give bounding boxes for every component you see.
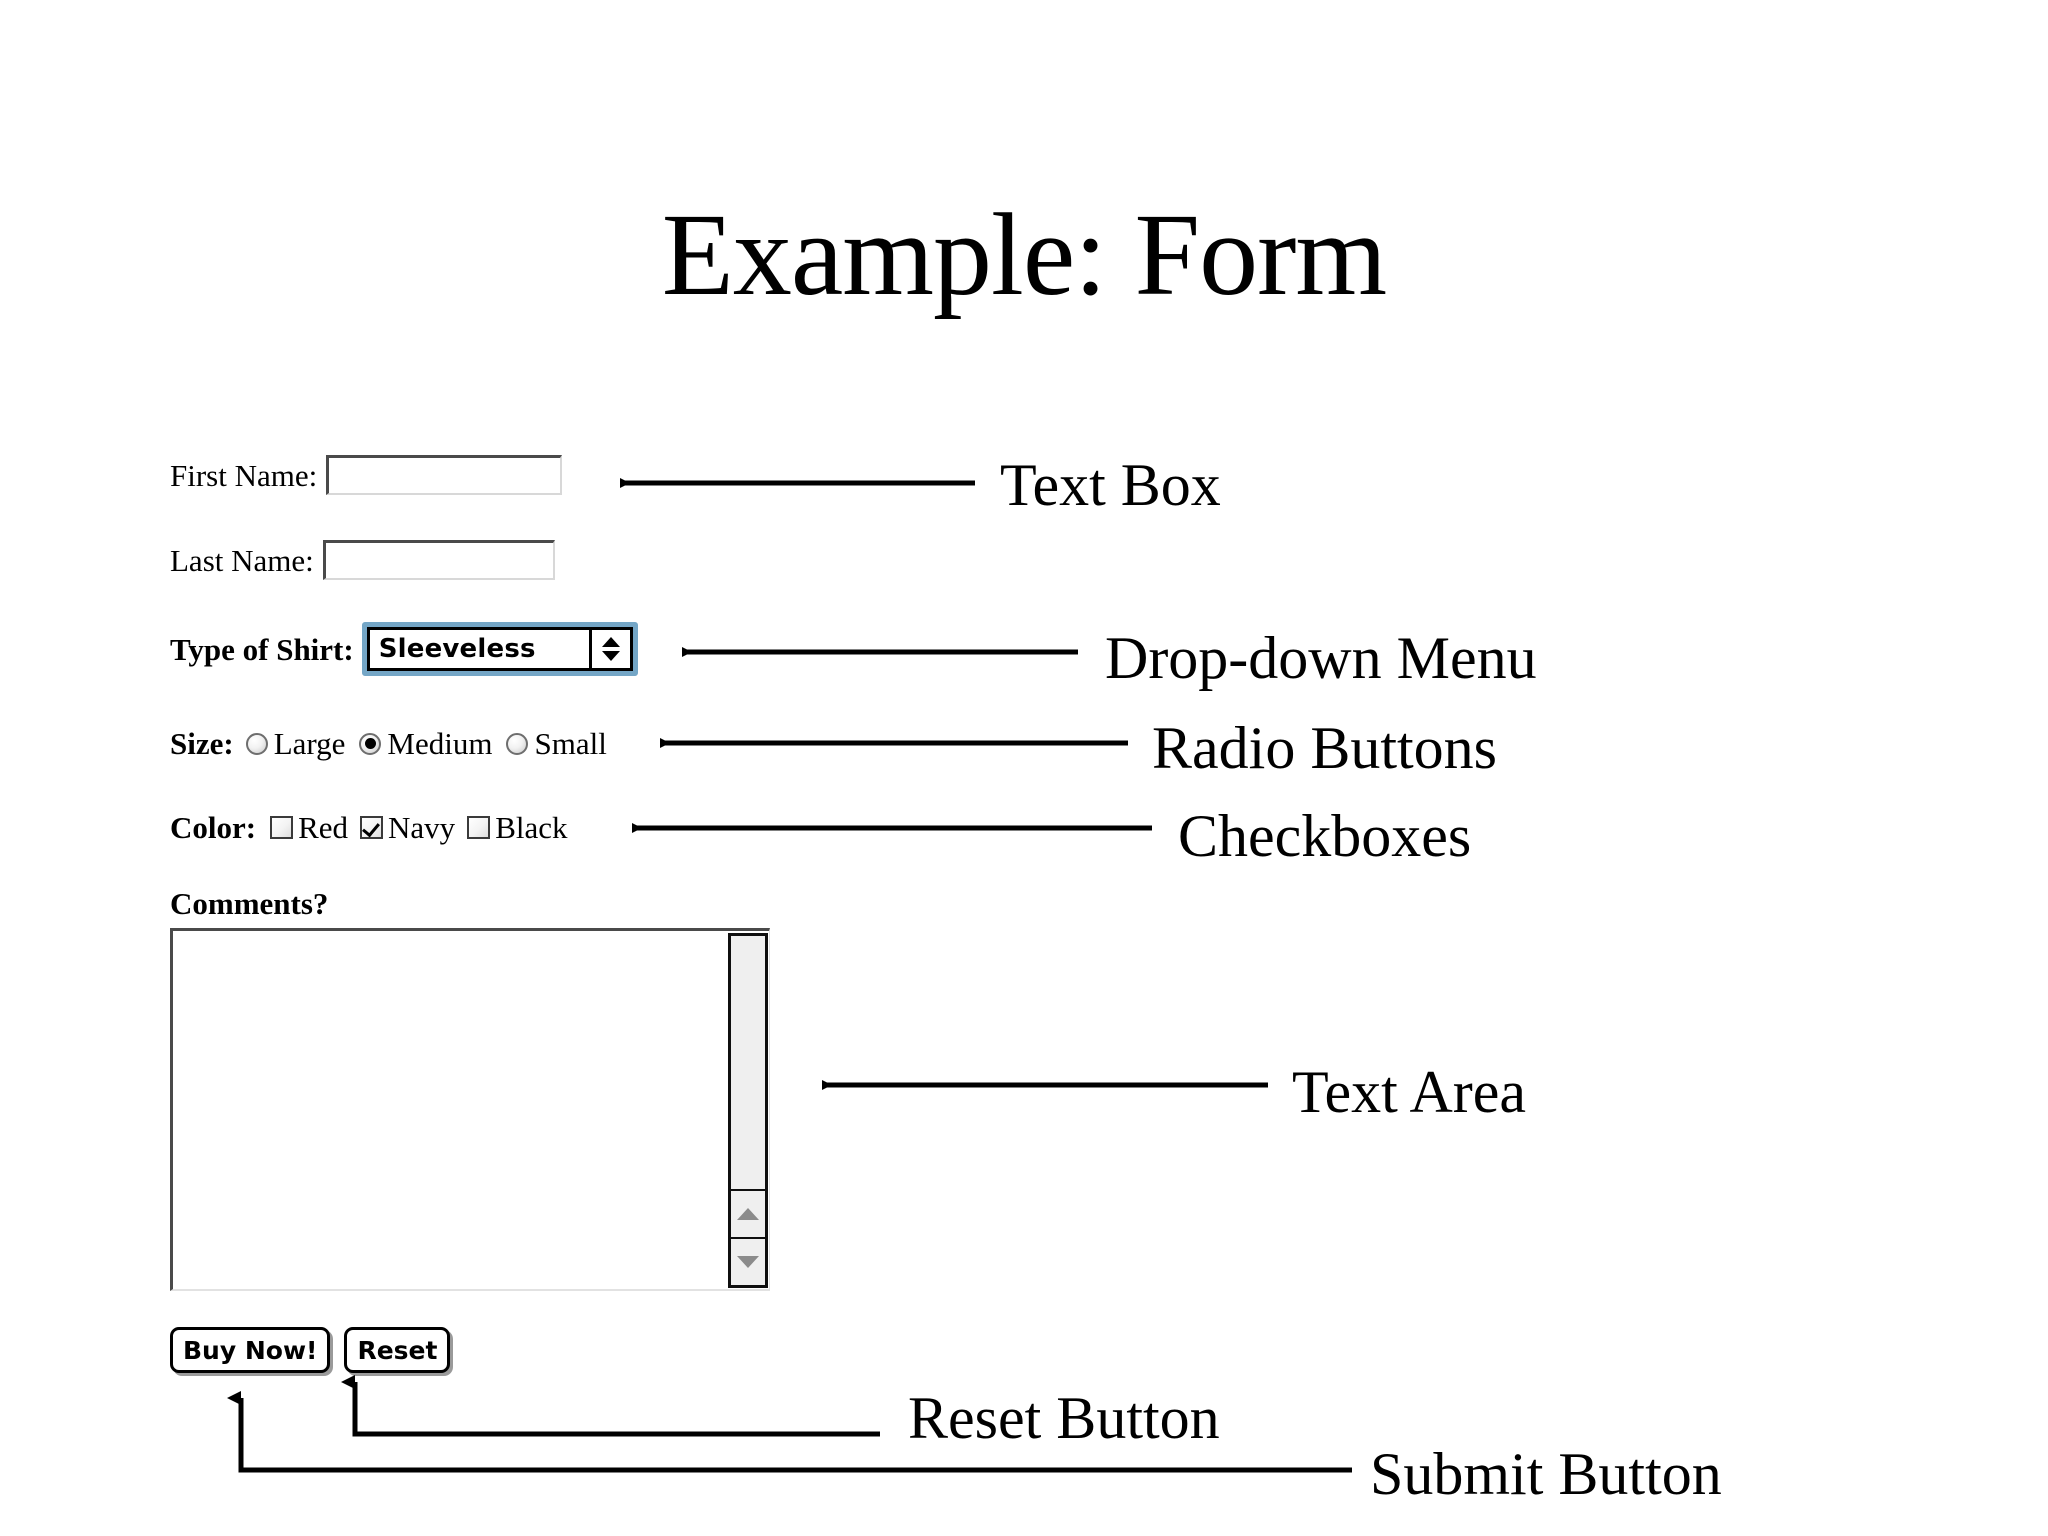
- annotation-checkboxes: Checkboxes: [1178, 803, 1472, 869]
- scroll-down-arrow-icon: [737, 1256, 759, 1268]
- size-row: Size: Large Medium Small: [170, 728, 607, 759]
- scroll-up-arrow-icon: [737, 1208, 759, 1220]
- submit-button[interactable]: Buy Now!: [170, 1327, 331, 1373]
- radio-medium[interactable]: [359, 732, 382, 755]
- page-title: Example: Form: [661, 189, 1387, 320]
- updown-stepper-icon[interactable]: [588, 630, 630, 668]
- color-label: Color:: [170, 810, 257, 845]
- comments-textarea-field[interactable]: [173, 931, 728, 1289]
- annotation-text-area: Text Area: [1292, 1059, 1527, 1125]
- comments-label: Comments?: [170, 886, 329, 921]
- radio-small-label: Small: [534, 726, 607, 761]
- shirt-type-row: Type of Shirt: Sleeveless: [170, 622, 638, 676]
- checkbox-navy[interactable]: [360, 816, 384, 839]
- checkbox-navy-label: Navy: [388, 810, 456, 845]
- textarea-scrollbar[interactable]: [728, 933, 768, 1288]
- first-name-label: First Name:: [170, 457, 318, 493]
- last-name-row: Last Name:: [170, 540, 555, 580]
- first-name-input[interactable]: [326, 455, 563, 495]
- radio-medium-label: Medium: [387, 726, 493, 761]
- radio-large-label: Large: [273, 726, 346, 761]
- shirt-type-selected-value: Sleeveless: [378, 634, 536, 664]
- scrollbar-track[interactable]: [731, 936, 765, 1189]
- annotation-reset-button: Reset Button: [908, 1385, 1220, 1451]
- comments-textarea[interactable]: [170, 928, 770, 1291]
- scrollbar-down-button[interactable]: [731, 1237, 765, 1285]
- first-name-row: First Name:: [170, 455, 563, 495]
- color-row: Color: Red Navy Black: [170, 812, 568, 843]
- reset-button[interactable]: Reset: [344, 1327, 451, 1373]
- size-label: Size:: [170, 726, 234, 761]
- shirt-type-label: Type of Shirt:: [170, 631, 354, 667]
- last-name-label: Last Name:: [170, 542, 314, 578]
- annotation-dropdown-menu: Drop-down Menu: [1105, 625, 1537, 691]
- radio-large[interactable]: [245, 732, 268, 755]
- checkbox-black[interactable]: [467, 816, 491, 839]
- arrow-reset-button: [341, 1375, 880, 1437]
- shirt-type-select[interactable]: Sleeveless: [361, 622, 638, 676]
- scrollbar-up-button[interactable]: [731, 1189, 765, 1237]
- annotation-submit-button: Submit Button: [1370, 1441, 1722, 1507]
- last-name-input[interactable]: [322, 540, 555, 580]
- checkbox-red[interactable]: [270, 816, 294, 839]
- annotation-radio-buttons: Radio Buttons: [1152, 715, 1498, 781]
- button-row: Buy Now! Reset: [170, 1327, 451, 1373]
- annotation-text-box: Text Box: [1000, 452, 1221, 518]
- radio-small[interactable]: [506, 732, 529, 755]
- checkbox-red-label: Red: [298, 810, 349, 845]
- triangle-up-icon: [601, 637, 620, 647]
- checkbox-black-label: Black: [495, 810, 568, 845]
- triangle-down-icon: [601, 651, 620, 661]
